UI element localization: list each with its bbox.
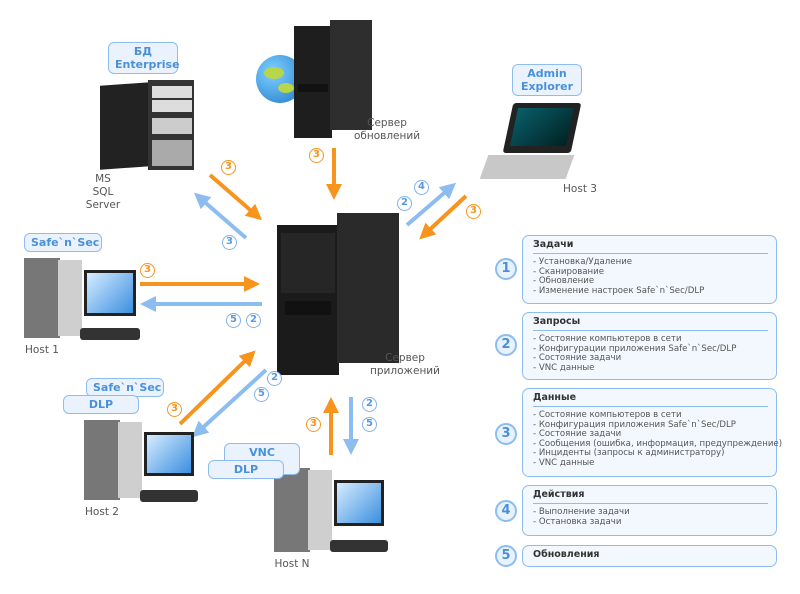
db-server-icon <box>100 80 194 170</box>
update-server-icon <box>294 20 372 138</box>
arrow-admin-to-app <box>419 194 468 240</box>
host2-label: Host 2 <box>85 506 119 518</box>
legend-item: - Состояние задачи <box>533 429 622 440</box>
legend-item: - Состояние компьютеров в сети <box>533 410 682 420</box>
laptop-icon <box>470 103 582 191</box>
arrow-num-app-to-host1-2: 2 <box>246 313 261 328</box>
arrow-num-host1-to-app: 3 <box>140 263 155 278</box>
arrow-num-app-to-host1-1: 5 <box>226 313 241 328</box>
legend-item: - Выполнение задачи <box>533 507 630 517</box>
app-server-icon <box>277 213 399 375</box>
arrow-app-to-db <box>193 192 248 240</box>
host1-computer-icon <box>24 258 144 340</box>
legend-item: - VNC данные <box>533 362 595 373</box>
host2-computer-icon <box>84 420 202 502</box>
hostn-label: Host N <box>274 558 310 570</box>
legend-title: Данные <box>533 392 768 407</box>
arrow-num-app-to-admin-2: 4 <box>414 180 429 195</box>
arrow-num-app-to-host2-2: 5 <box>254 387 269 402</box>
db-tag-line1: БД <box>133 45 153 58</box>
legend-item: - Конфигурации приложения Safe`n`Sec/DLP <box>533 343 737 354</box>
admin-tag-line2: Explorer <box>520 80 574 93</box>
app-server-label-line2: приложений <box>370 365 440 377</box>
hostn-computer-icon <box>274 468 392 552</box>
arrow-db-to-app <box>208 173 263 221</box>
legend-item: - Остановка задачи <box>533 516 622 527</box>
legend-title: Действия <box>533 489 768 504</box>
admin-tag: Admin Explorer <box>512 64 582 96</box>
host1-tag: Safe`n`Sec <box>24 233 102 252</box>
db-label: MS SQL Server <box>78 173 128 212</box>
app-server-label: Сервер приложений <box>370 352 440 378</box>
legend-item: - Сообщения (ошибка, информация, предупр… <box>533 438 783 449</box>
admin-tag-line1: Admin <box>527 67 567 80</box>
legend-num-2: 2 <box>495 334 517 356</box>
legend-item: - Установка/Удаление <box>533 257 633 267</box>
legend-num-3: 3 <box>495 423 517 445</box>
legend-item: - Конфигурация приложения Safe`n`Sec/DLP <box>533 419 736 430</box>
legend-item: - Состояние задачи <box>533 353 622 364</box>
db-tag: БД Enterprise <box>108 42 180 74</box>
db-label-line1: MS <box>95 173 111 185</box>
legend-item: - Инциденты (запросы к администратору) <box>533 448 725 459</box>
db-tag-line2: Enterprise <box>115 58 180 71</box>
host2-tag-2: DLP <box>63 395 139 414</box>
arrow-num-app-to-hostn-1: 2 <box>362 397 377 412</box>
legend-item: - VNC данные <box>533 457 595 468</box>
arrow-host2-to-app <box>178 350 256 426</box>
arrow-num-app-to-host2-1: 2 <box>267 371 282 386</box>
arrow-num-app-to-hostn-2: 5 <box>362 417 377 432</box>
host1-label: Host 1 <box>25 344 59 356</box>
arrow-app-to-admin <box>405 182 457 227</box>
update-server-label-line1: Сервер <box>367 117 407 129</box>
db-label-line2: SQL Server <box>85 186 121 211</box>
admin-label: Host 3 <box>563 183 597 195</box>
legend-num-1: 1 <box>495 258 517 280</box>
update-server-label-line2: обновлений <box>353 130 421 142</box>
legend-item: - Состояние компьютеров в сети <box>533 334 682 344</box>
legend-title: Запросы <box>533 316 768 331</box>
legend-num-4: 4 <box>495 500 517 522</box>
legend-box-updates: Обновления <box>522 545 777 567</box>
legend-box-actions: Действия - Выполнение задачи - Остановка… <box>522 485 777 536</box>
arrow-num-app-to-admin-1: 2 <box>397 196 412 211</box>
legend-box-requests: Запросы - Состояние компьютеров в сети -… <box>522 312 777 380</box>
update-server-label: Сервер обновлений <box>352 117 422 143</box>
arrow-num-host2-to-app: 3 <box>167 402 182 417</box>
arrow-num-update-to-app: 3 <box>309 148 324 163</box>
legend-box-data: Данные - Состояние компьютеров в сети - … <box>522 388 783 477</box>
arrow-num-admin-to-app: 3 <box>466 204 481 219</box>
arrow-num-db-to-app: 3 <box>221 160 236 175</box>
arrow-num-app-to-db: 3 <box>222 235 237 250</box>
legend-title: Задачи <box>533 239 768 254</box>
arrow-app-to-host2 <box>192 368 268 438</box>
legend-item: - Сканирование <box>533 266 605 277</box>
legend-num-5: 5 <box>495 545 517 567</box>
legend-box-tasks: Задачи - Установка/Удаление - Сканирован… <box>522 235 777 304</box>
legend-item: - Изменение настроек Safe`n`Sec/DLP <box>533 285 705 296</box>
legend-title: Обновления <box>533 549 600 560</box>
hostn-tag-2: DLP <box>208 460 284 479</box>
arrow-num-hostn-to-app: 3 <box>306 417 321 432</box>
legend-item: - Обновление <box>533 276 595 287</box>
app-server-label-line1: Сервер <box>385 352 425 364</box>
